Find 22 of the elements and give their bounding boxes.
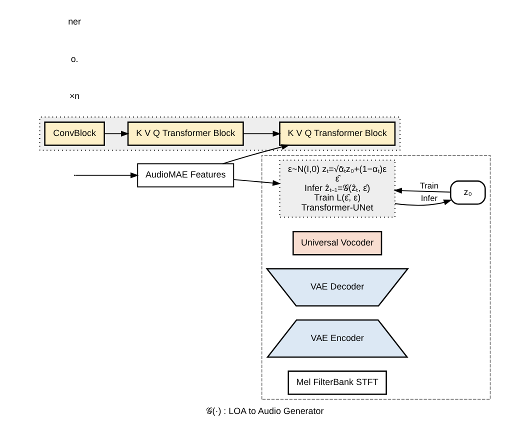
arrow — [74, 172, 138, 178]
cluster — [260, 155, 490, 400]
label: ner — [68, 16, 81, 27]
edge-label: Train — [419, 180, 438, 190]
arrow — [394, 200, 452, 206]
edge-label: Infer — [420, 193, 438, 204]
node-box: AudioMAE Features — [136, 163, 234, 188]
node-box: ε~N(I,0) zₜ=√ᾱₜz₀+(1−αₜ)ε ε̂ Infer ẑₜ₋₁=𝒢(ẑₜ, ε̂) Train L(ε̂, ε) Transformer-UNet — [278, 160, 396, 218]
node-box: K V Q Transformer Block — [278, 122, 396, 146]
arrow — [103, 130, 129, 137]
label: o. — [70, 54, 78, 64]
arrow — [393, 188, 451, 194]
arrow — [242, 130, 281, 137]
node-box: ConvBlock — [44, 122, 104, 146]
node-box: Universal Vocoder — [292, 231, 382, 256]
arrow — [232, 179, 280, 186]
arrow — [222, 144, 290, 164]
node-box: z₀ — [450, 180, 486, 205]
node-box: K V Q Transformer Block — [126, 122, 244, 146]
node-box: Mel FilterBank STFT — [287, 370, 386, 395]
label: ×n — [68, 90, 80, 101]
caption: 𝒢(·) : LOA to Audio Generator — [206, 406, 324, 416]
